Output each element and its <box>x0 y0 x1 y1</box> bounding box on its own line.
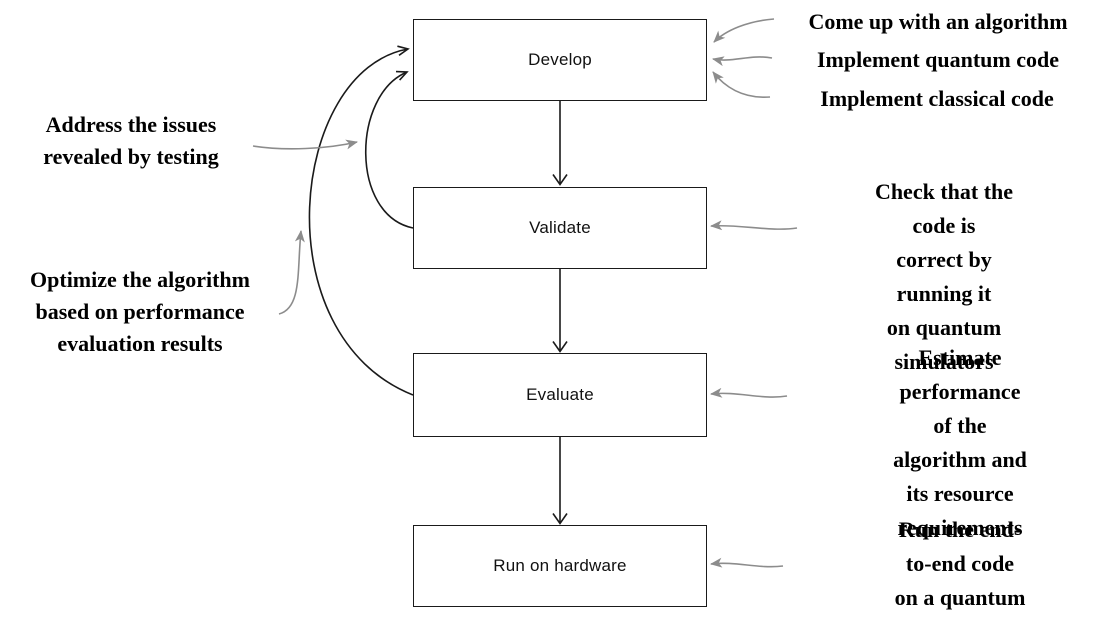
flow-arrow-evaluate-hardware <box>552 437 568 525</box>
leader-arrow-validate-note <box>710 220 798 231</box>
leader-arrow-algorithm <box>713 18 775 43</box>
leader-arrow-evaluate-note <box>710 387 788 398</box>
leader-arrow-optimize <box>278 230 305 315</box>
annotation-validate: Check that the code is correct by runnin… <box>874 179 1014 374</box>
leader-arrow-hardware-note <box>710 557 784 568</box>
leader-arrow-classical-code <box>712 71 771 98</box>
flow-arrow-develop-validate <box>552 101 568 186</box>
annotation-come-up-with-algorithm: Come up with an algorithm <box>808 9 1068 34</box>
box-run-on-hardware: Run on hardware <box>413 525 707 607</box>
annotation-implement-quantum-code: Implement quantum code <box>816 47 1060 72</box>
box-validate-label: Validate <box>529 218 591 237</box>
box-validate: Validate <box>413 187 707 269</box>
leader-arrow-quantum-code <box>712 56 773 67</box>
loop-validate-to-develop <box>364 70 414 229</box>
box-develop: Develop <box>413 19 707 101</box>
box-develop-label: Develop <box>528 50 592 69</box>
box-evaluate: Evaluate <box>413 353 707 437</box>
annotation-evaluate: Estimate performance of the algorithm an… <box>893 345 1027 540</box>
annotation-optimize-algorithm: Optimize the algorithm based on performa… <box>30 267 250 356</box>
annotation-address-issues: Address the issues revealed by testing <box>43 112 219 169</box>
box-run-on-hardware-label: Run on hardware <box>493 556 627 575</box>
annotation-implement-classical-code: Implement classical code <box>820 86 1054 111</box>
leader-arrow-address-issues <box>252 139 358 150</box>
box-evaluate-label: Evaluate <box>526 385 594 404</box>
annotation-run-hardware: Run the end-to-end code on a quantum com… <box>894 517 1026 610</box>
loop-evaluate-to-develop <box>308 45 414 396</box>
flow-arrow-validate-evaluate <box>552 269 568 353</box>
